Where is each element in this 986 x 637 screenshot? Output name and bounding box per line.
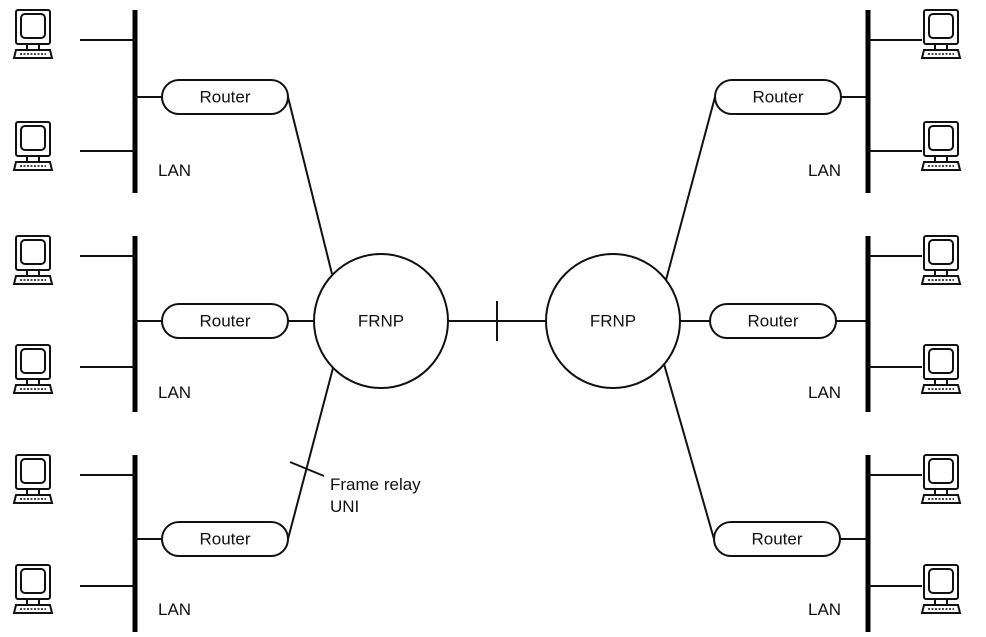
terminal-icon: [921, 564, 961, 614]
lan-label: LAN: [808, 161, 841, 180]
frnp-node-left: FRNP: [313, 253, 449, 389]
terminal-icon: [13, 564, 53, 614]
terminal-icon: [13, 121, 53, 171]
router-label: Router: [199, 87, 250, 106]
uni-pointer: [289, 461, 325, 477]
router-left-2: Router: [161, 303, 289, 339]
lan-label: LAN: [808, 383, 841, 402]
router-label: Router: [199, 529, 250, 548]
terminal-icon: [921, 235, 961, 285]
router-left-1: Router: [161, 79, 289, 115]
terminal-icon: [921, 454, 961, 504]
lan-label: LAN: [158, 600, 191, 619]
terminal-icon: [921, 9, 961, 59]
terminal-icon: [13, 454, 53, 504]
router-right-3: Router: [713, 521, 841, 557]
frnp-label: FRNP: [358, 311, 404, 330]
frnp-label: FRNP: [590, 311, 636, 330]
terminal-icon: [13, 344, 53, 394]
terminal-icon: [13, 235, 53, 285]
terminal-icon: [921, 344, 961, 394]
router-right-1: Router: [714, 79, 842, 115]
lan-label: LAN: [158, 161, 191, 180]
router-label: Router: [747, 311, 798, 330]
terminal-icon: [921, 121, 961, 171]
lan-label: LAN: [158, 383, 191, 402]
router-label: Router: [751, 529, 802, 548]
lan-label: LAN: [808, 600, 841, 619]
router-label: Router: [199, 311, 250, 330]
frnp-node-right: FRNP: [545, 253, 681, 389]
router-label: Router: [752, 87, 803, 106]
uni-label-line1: Frame relay: [330, 475, 421, 494]
router-left-3: Router: [161, 521, 289, 557]
router-right-2: Router: [709, 303, 837, 339]
terminal-icon: [13, 9, 53, 59]
uni-label-line2: UNI: [330, 497, 359, 516]
